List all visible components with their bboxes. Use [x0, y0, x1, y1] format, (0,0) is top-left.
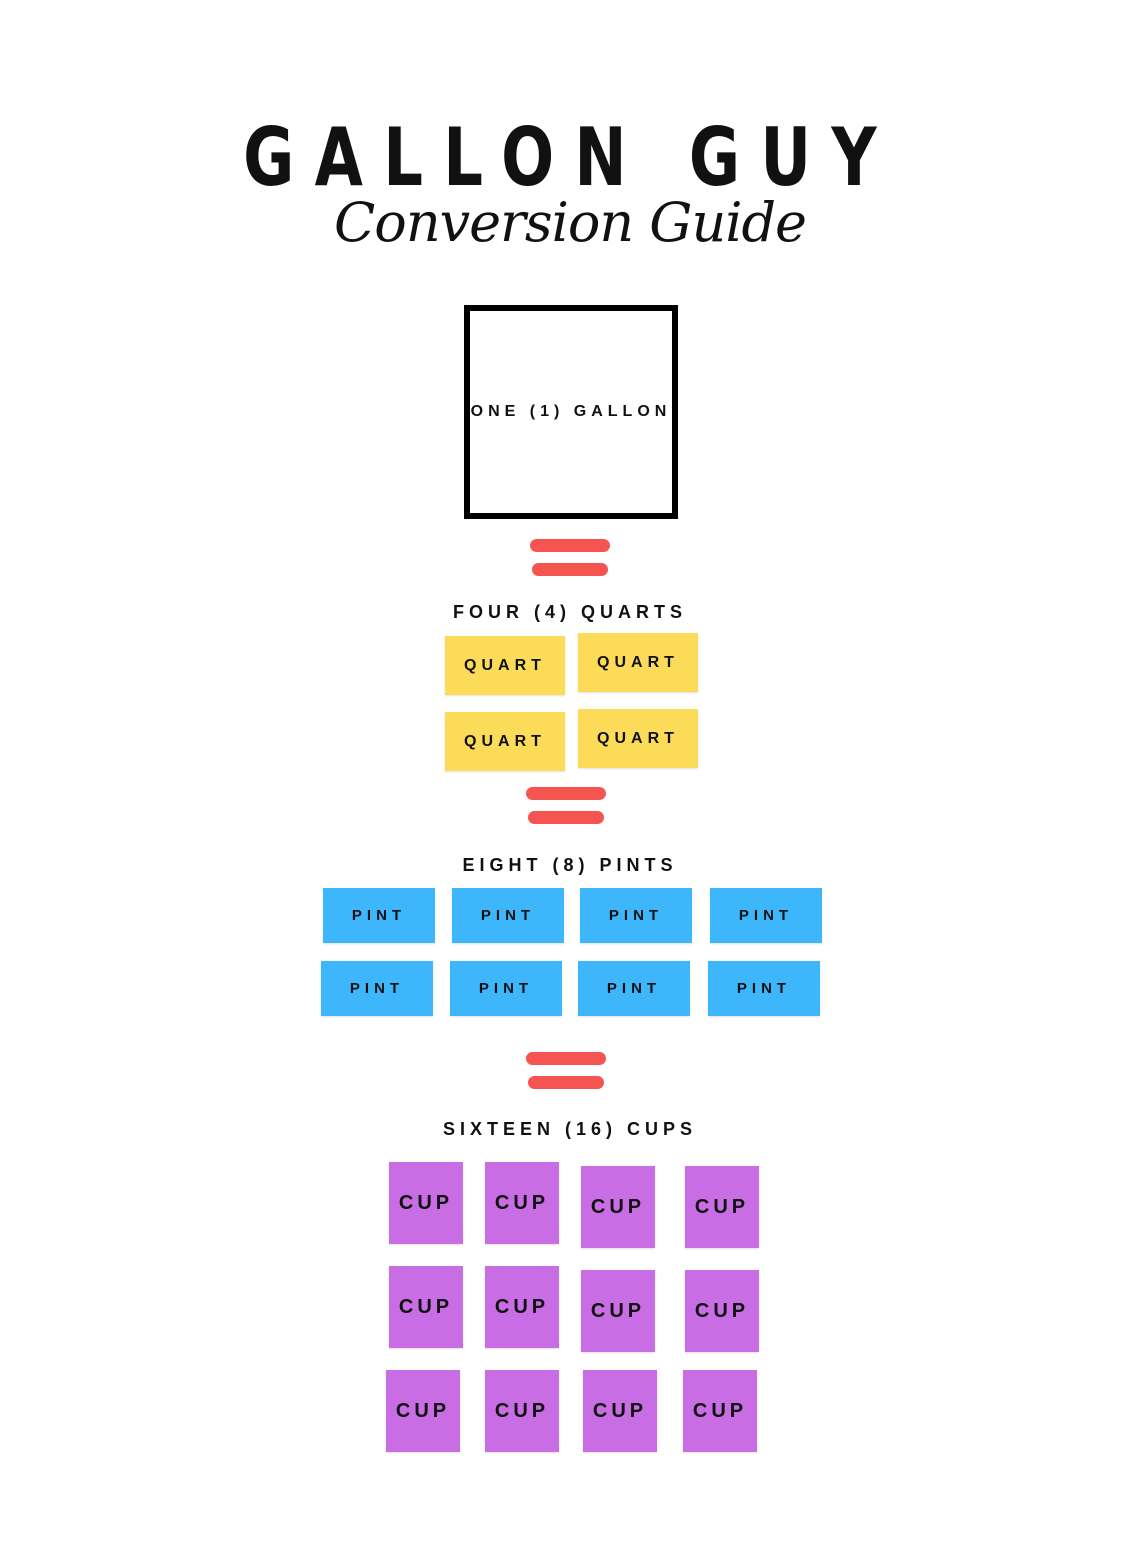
pint-label: PINT [736, 980, 792, 997]
cup-label: CUP [398, 1295, 454, 1318]
quart-label: QUART [597, 729, 679, 747]
gallon-box: ONE (1) GALLON [464, 305, 678, 519]
pint-label: PINT [738, 907, 794, 924]
cup-tile: CUP [389, 1266, 463, 1348]
cup-tile: CUP [581, 1166, 655, 1248]
quart-tile: QUART [578, 709, 698, 768]
pint-tile: PINT [580, 888, 692, 943]
pint-tile: PINT [452, 888, 564, 943]
pint-tile: PINT [708, 961, 820, 1016]
cup-tile: CUP [389, 1162, 463, 1244]
cup-tile: CUP [685, 1166, 759, 1248]
quart-tile: QUART [445, 712, 565, 771]
quart-tile: QUART [578, 633, 698, 692]
pint-label: PINT [480, 907, 536, 924]
cup-tile: CUP [581, 1270, 655, 1352]
page-subtitle: Conversion Guide [333, 191, 807, 254]
equals-sign [526, 1052, 606, 1090]
cup-label: CUP [590, 1299, 646, 1322]
cup-label: CUP [590, 1195, 646, 1218]
pint-label: PINT [478, 980, 534, 997]
cup-label: CUP [395, 1399, 451, 1422]
pints-heading: EIGHT (8) PINTS [462, 855, 678, 875]
pint-label: PINT [608, 907, 664, 924]
quart-label: QUART [597, 653, 679, 671]
cup-label: CUP [494, 1191, 550, 1214]
cups-heading: SIXTEEN (16) CUPS [442, 1119, 698, 1139]
equals-sign [530, 539, 610, 577]
cup-tile: CUP [485, 1266, 559, 1348]
pint-label: PINT [351, 907, 407, 924]
cup-tile: CUP [485, 1162, 559, 1244]
pint-label: PINT [606, 980, 662, 997]
page-title: GALLON GUY [243, 111, 897, 204]
quart-tile: QUART [445, 636, 565, 695]
cup-label: CUP [694, 1299, 750, 1322]
cup-label: CUP [494, 1399, 550, 1422]
quart-label: QUART [464, 732, 546, 750]
gallon-label: ONE (1) GALLON [470, 403, 672, 420]
pint-tile: PINT [710, 888, 822, 943]
cup-label: CUP [398, 1191, 454, 1214]
cup-tile: CUP [485, 1370, 559, 1452]
cup-label: CUP [694, 1195, 750, 1218]
cup-tile: CUP [683, 1370, 757, 1452]
pint-tile: PINT [450, 961, 562, 1016]
pint-tile: PINT [321, 961, 433, 1016]
cup-tile: CUP [685, 1270, 759, 1352]
cup-tile: CUP [386, 1370, 460, 1452]
pint-tile: PINT [578, 961, 690, 1016]
cup-tile: CUP [583, 1370, 657, 1452]
pint-label: PINT [349, 980, 405, 997]
cup-label: CUP [494, 1295, 550, 1318]
cup-label: CUP [592, 1399, 648, 1422]
quarts-heading: FOUR (4) QUARTS [453, 602, 687, 622]
equals-sign [526, 787, 606, 825]
cup-label: CUP [692, 1399, 748, 1422]
pint-tile: PINT [323, 888, 435, 943]
quart-label: QUART [464, 656, 546, 674]
